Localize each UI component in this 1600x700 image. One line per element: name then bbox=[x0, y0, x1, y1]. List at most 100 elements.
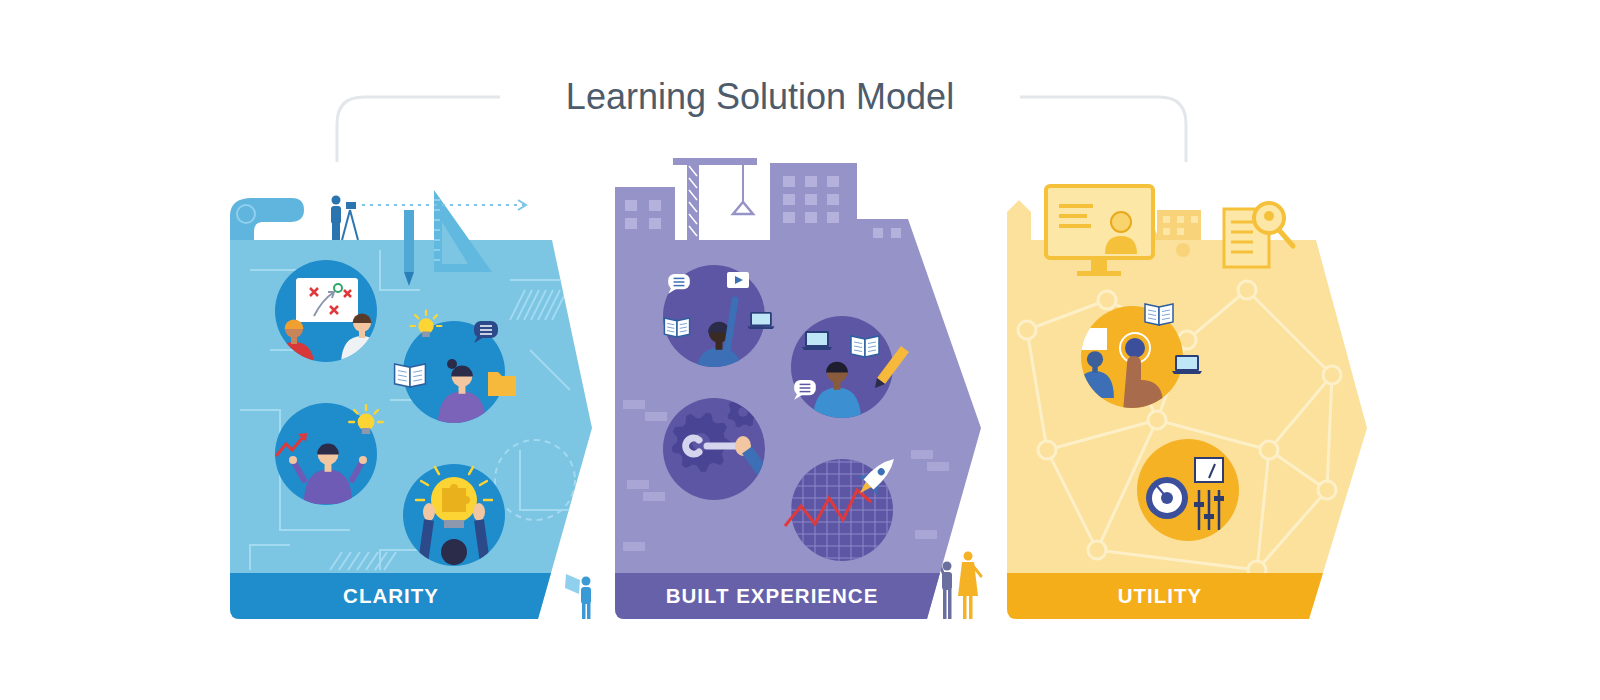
ruler-tick bbox=[434, 229, 440, 231]
book-page bbox=[865, 336, 879, 357]
blueprint-line bbox=[510, 279, 560, 281]
figure-arm bbox=[973, 566, 981, 576]
hatch-line bbox=[510, 290, 525, 320]
speech-bubble bbox=[794, 380, 816, 400]
panel-pattern bbox=[240, 245, 575, 570]
stage-panel: BUILT EXPERIENCE bbox=[615, 150, 985, 619]
hand bbox=[359, 456, 367, 464]
rocket-window bbox=[876, 467, 886, 477]
puzzle-piece bbox=[442, 484, 470, 512]
book-line bbox=[854, 342, 862, 344]
monitor-text-line bbox=[1059, 204, 1093, 208]
whiteboard bbox=[296, 278, 358, 322]
document-line bbox=[1231, 251, 1253, 254]
panel-shape bbox=[230, 150, 600, 619]
ruler-tick bbox=[434, 249, 440, 251]
network-line bbox=[1247, 290, 1332, 375]
book-line bbox=[854, 350, 862, 352]
bubble-tail bbox=[668, 287, 677, 294]
diagram-title: Learning Solution Model bbox=[460, 70, 1060, 124]
building-window bbox=[827, 212, 839, 223]
title-bracket bbox=[337, 97, 500, 162]
book-line bbox=[868, 350, 876, 352]
circle-mark bbox=[334, 284, 342, 292]
house-window bbox=[1163, 228, 1170, 235]
brick bbox=[645, 412, 667, 421]
meter-needle bbox=[1209, 464, 1215, 478]
bubble-body bbox=[474, 321, 498, 338]
magnifier-handle bbox=[1279, 230, 1293, 246]
pointing-hand bbox=[1123, 356, 1163, 412]
crane-brace bbox=[689, 226, 697, 236]
network-dot bbox=[1038, 441, 1056, 459]
panel-shape bbox=[615, 150, 985, 619]
person-figure bbox=[695, 322, 743, 382]
circle-scene bbox=[273, 278, 383, 372]
person-body bbox=[273, 342, 315, 372]
bulb-ray bbox=[349, 421, 354, 423]
stage-label: UTILITY bbox=[1007, 573, 1313, 619]
blueprint-circle bbox=[495, 440, 575, 520]
chart-zigzag bbox=[785, 490, 871, 526]
person-body bbox=[304, 470, 352, 505]
house-block bbox=[1157, 210, 1201, 240]
person-head bbox=[1087, 351, 1103, 367]
portrait-head bbox=[1111, 212, 1131, 232]
building-window bbox=[625, 218, 637, 229]
person-head bbox=[452, 366, 473, 387]
bubble-line bbox=[800, 391, 811, 393]
network-dot bbox=[1323, 366, 1341, 384]
laptop-icon bbox=[748, 312, 775, 329]
book-line bbox=[1148, 310, 1156, 312]
book-line bbox=[398, 371, 407, 373]
brick bbox=[915, 530, 937, 539]
building-window bbox=[805, 194, 817, 205]
network-line bbox=[1269, 450, 1327, 490]
idea-ray bbox=[435, 467, 439, 474]
slider-knob bbox=[1194, 502, 1204, 507]
person-hair bbox=[285, 320, 304, 330]
network-dot bbox=[1098, 291, 1116, 309]
slider-knob bbox=[1214, 496, 1224, 501]
surveyor-head bbox=[332, 196, 341, 205]
book-icon bbox=[664, 318, 689, 337]
rocket-icon bbox=[851, 450, 903, 502]
surveyor-body bbox=[331, 206, 341, 224]
building-window bbox=[891, 228, 901, 238]
panel-body bbox=[230, 240, 592, 619]
idea-ray bbox=[484, 499, 492, 502]
network-dot bbox=[1260, 441, 1278, 459]
bulb-glass bbox=[418, 318, 433, 333]
person-head bbox=[353, 314, 371, 332]
book-line bbox=[868, 342, 876, 344]
figure-head bbox=[582, 577, 591, 586]
head-top bbox=[441, 539, 467, 565]
figure-leg bbox=[969, 595, 973, 619]
bubble-line bbox=[674, 278, 685, 280]
person-body bbox=[341, 336, 383, 366]
network-dot bbox=[1318, 481, 1336, 499]
bubble-line bbox=[480, 329, 492, 331]
person-head bbox=[827, 362, 848, 383]
bubble-line bbox=[480, 333, 492, 335]
hatch-line bbox=[524, 290, 539, 320]
person-figure bbox=[813, 362, 861, 422]
laptop-lid bbox=[1175, 355, 1199, 371]
document-line bbox=[1231, 241, 1253, 244]
book-icon bbox=[395, 364, 426, 387]
person-body bbox=[695, 348, 743, 383]
book-line bbox=[680, 323, 687, 324]
bulb-base bbox=[444, 520, 464, 528]
dial-needle bbox=[1157, 486, 1167, 498]
book-line bbox=[1148, 318, 1156, 320]
document-line bbox=[1231, 231, 1253, 234]
circle-scene bbox=[1146, 458, 1224, 530]
ruler-tick bbox=[434, 219, 440, 221]
house-window bbox=[1177, 228, 1184, 235]
dial-ring bbox=[1146, 477, 1188, 519]
book-icon bbox=[851, 336, 879, 357]
plan-arrow bbox=[314, 292, 334, 316]
blueprint-line bbox=[530, 350, 570, 390]
monitor-base bbox=[1077, 271, 1121, 276]
hatch-line bbox=[384, 552, 396, 570]
